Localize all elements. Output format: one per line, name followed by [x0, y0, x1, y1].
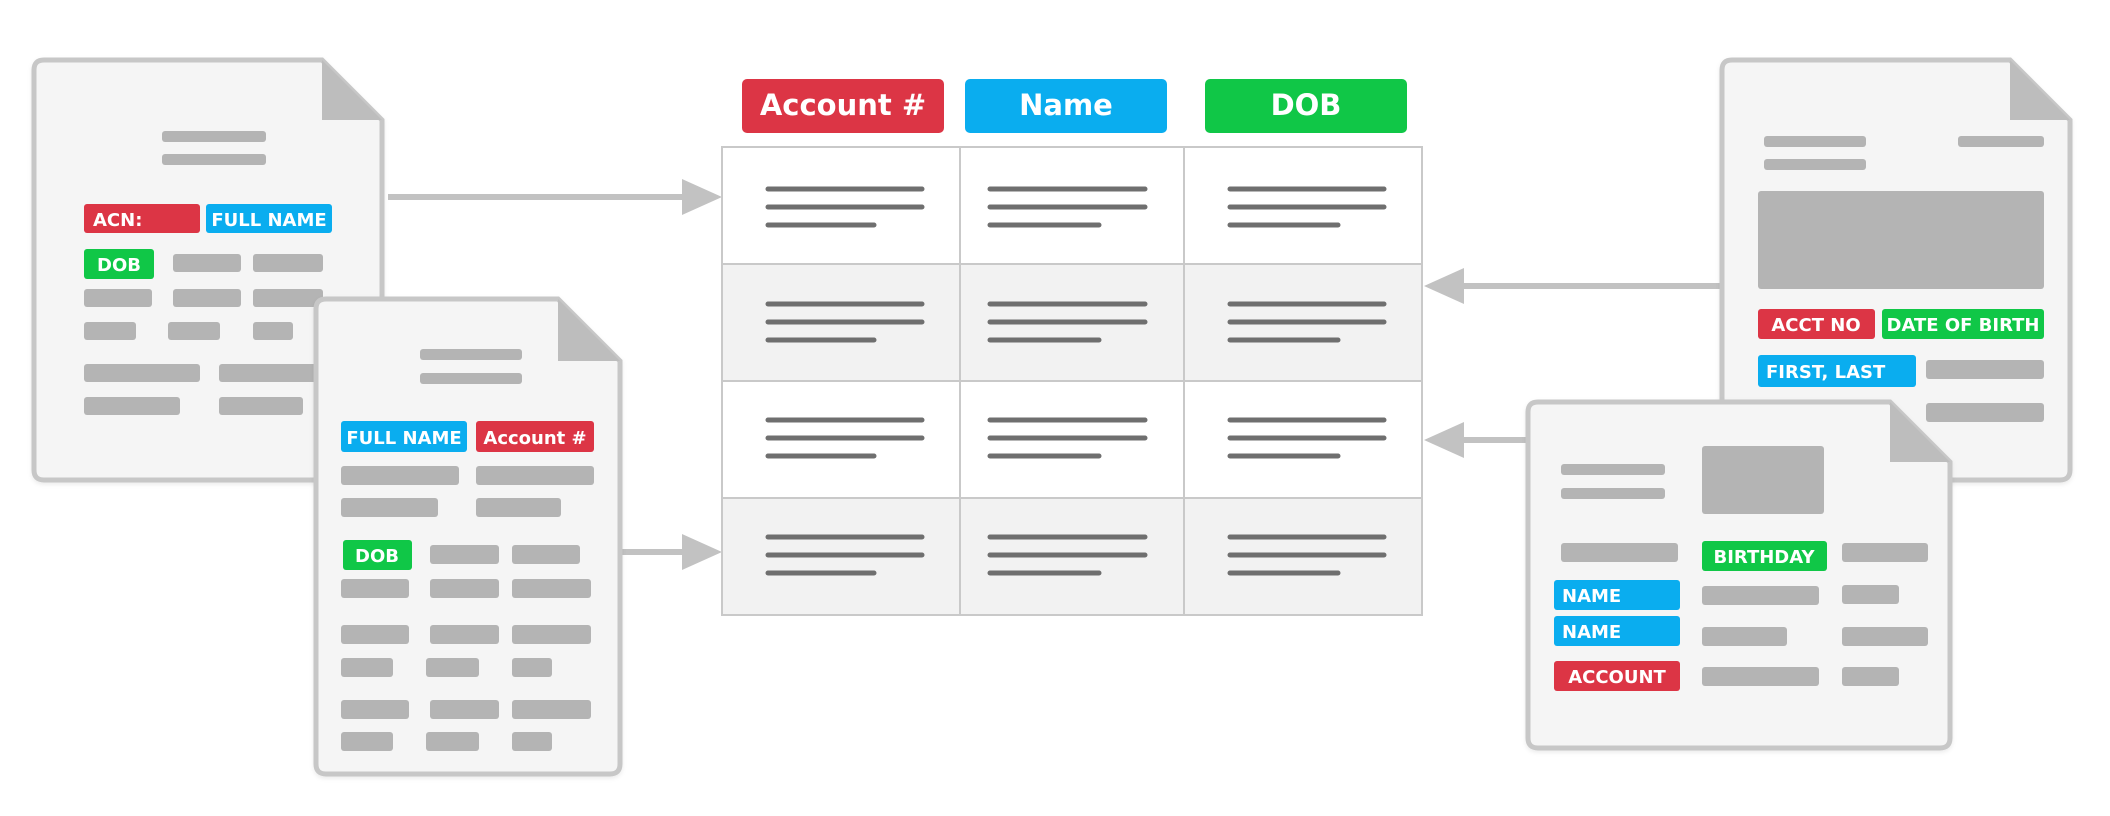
doc2-label-name: FULL NAME	[341, 421, 467, 452]
doc2-label-dob-text: DOB	[355, 546, 399, 567]
column-header-dob: DOB	[1205, 79, 1407, 133]
arrow-doc2-to-table	[622, 534, 722, 570]
doc1-placeholder-fields	[84, 254, 323, 415]
target-table: Account # Name DOB	[721, 79, 1423, 616]
column-header-account: Account #	[742, 79, 944, 133]
arrow-doc4-to-table	[1424, 422, 1526, 458]
doc2-placeholder-fields	[341, 466, 594, 751]
doc2-label-account-text: Account #	[483, 428, 586, 449]
doc2-label-account: Account #	[476, 421, 594, 452]
doc4-image-block	[1702, 446, 1824, 514]
doc2-label-name-text: FULL NAME	[346, 428, 461, 449]
doc4-label-name-2: NAME	[1554, 616, 1680, 646]
doc3-placeholder-fields	[1758, 136, 2044, 422]
arrows	[388, 179, 1722, 570]
source-document-3: ACCT NO DATE OF BIRTH FIRST, LAST	[1719, 57, 2073, 483]
doc4-label-account: ACCOUNT	[1554, 661, 1680, 691]
document-4-fold	[1890, 402, 1950, 462]
doc1-label-account-text: ACN:	[93, 210, 142, 231]
doc4-placeholder-fields	[1561, 446, 1928, 686]
doc1-label-dob-text: DOB	[97, 255, 141, 276]
doc1-label-name: FULL NAME	[206, 204, 332, 233]
doc4-label-name-1-text: NAME	[1562, 586, 1621, 607]
document-2-page-icon	[313, 296, 623, 777]
doc4-label-name-2-text: NAME	[1562, 622, 1621, 643]
doc4-label-birthday-text: BIRTHDAY	[1714, 547, 1816, 568]
arrow-doc3-to-table	[1424, 268, 1722, 304]
document-2-fold	[558, 299, 620, 361]
doc4-label-name-1: NAME	[1554, 580, 1680, 610]
column-header-name: Name	[965, 79, 1167, 133]
doc3-label-account: ACCT NO	[1758, 309, 1875, 339]
doc3-image-block	[1758, 191, 2044, 289]
doc3-label-name-text: FIRST, LAST	[1766, 362, 1886, 383]
table-grid	[721, 146, 1423, 616]
document-1-fold	[322, 60, 382, 120]
doc1-label-dob: DOB	[84, 249, 154, 279]
doc4-label-account-text: ACCOUNT	[1568, 667, 1666, 688]
column-header-account-label: Account #	[760, 88, 926, 122]
doc3-label-account-text: ACCT NO	[1771, 315, 1860, 336]
column-header-dob-label: DOB	[1271, 88, 1342, 122]
table-cell-lines	[765, 186, 1387, 576]
doc2-label-dob: DOB	[343, 540, 412, 570]
doc1-label-name-text: FULL NAME	[211, 210, 326, 231]
doc4-label-birthday: BIRTHDAY	[1702, 541, 1827, 571]
document-3-fold	[2010, 60, 2070, 120]
doc3-label-dob: DATE OF BIRTH	[1882, 309, 2044, 339]
source-document-2: FULL NAME Account # DOB	[313, 296, 623, 777]
doc1-label-account: ACN:	[84, 204, 200, 233]
source-document-4: BIRTHDAY NAME NAME ACCOUNT	[1525, 399, 1953, 751]
column-header-name-label: Name	[1019, 88, 1113, 122]
doc3-label-dob-text: DATE OF BIRTH	[1887, 315, 2040, 336]
doc3-label-name: FIRST, LAST	[1758, 355, 1916, 387]
source-document-1: ACN: FULL NAME DOB	[31, 57, 385, 483]
arrow-doc1-to-table	[388, 179, 722, 215]
